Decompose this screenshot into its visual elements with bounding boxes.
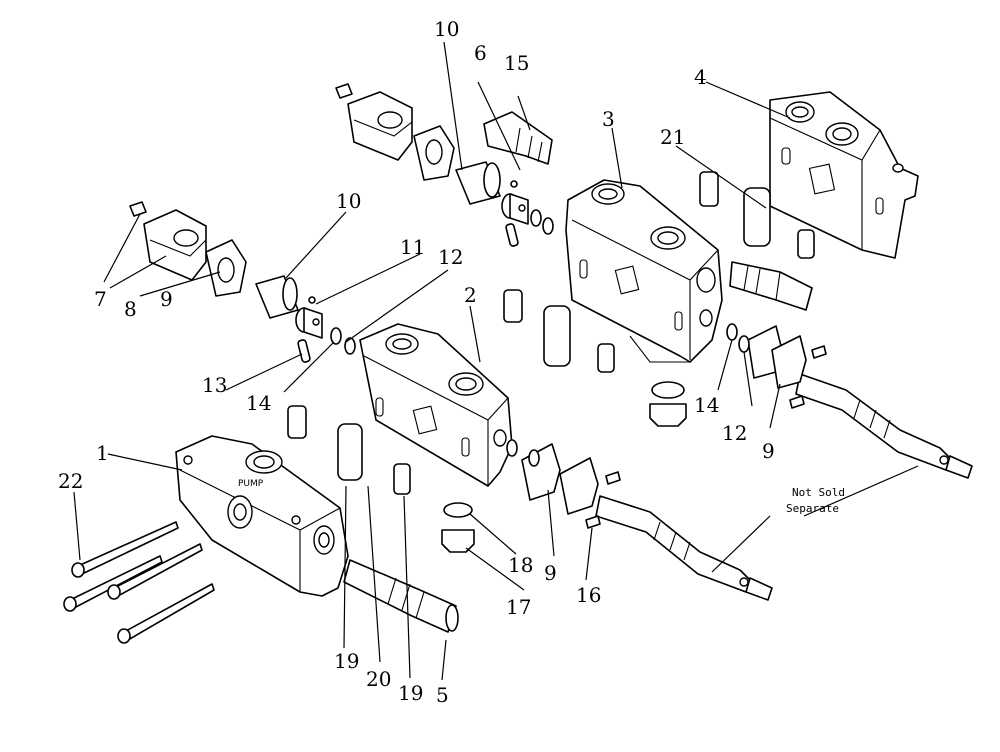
sleeve-10-upper	[455, 161, 501, 205]
seal-large-21	[743, 187, 771, 247]
o-ring-left-b	[344, 337, 356, 355]
plug-section-3	[649, 381, 687, 427]
callout-4: 4	[694, 65, 707, 89]
seal-small-4b	[797, 229, 815, 259]
callout-8: 8	[124, 297, 137, 321]
seal-large-19	[337, 423, 363, 481]
spring-cap-upper	[347, 91, 413, 161]
callout-22: 22	[58, 469, 83, 493]
o-ring-12-sec2	[528, 449, 540, 467]
seal-large-3	[543, 305, 571, 367]
inlet-spool-5	[343, 559, 459, 633]
screw-16d	[811, 345, 827, 359]
spool-end-11-left	[295, 296, 323, 339]
callout-17: 17	[506, 595, 531, 619]
callout-20: 20	[366, 667, 391, 691]
flange-9-sec3b	[771, 335, 807, 389]
screw-16	[585, 515, 601, 529]
callout-3: 3	[602, 107, 615, 131]
callout-9-left: 9	[160, 287, 173, 311]
leader-lines	[73, 41, 919, 681]
spring-pin-13-left	[297, 339, 311, 363]
o-ring-14-sec2	[506, 439, 518, 457]
callout-10-left: 10	[336, 189, 361, 213]
inlet-section-1: PUMP	[175, 435, 349, 597]
callout-7: 7	[94, 287, 107, 311]
seal-small-4a	[699, 171, 719, 207]
o-ring-12-sec3	[738, 335, 750, 353]
flange-9-sec2b	[559, 457, 599, 515]
callout-21: 21	[660, 125, 685, 149]
callout-1: 1	[96, 441, 109, 465]
spool-end-upper	[501, 180, 529, 225]
seal-small-2b	[393, 463, 411, 495]
callout-15: 15	[504, 51, 529, 75]
note-line-2: Separate	[786, 502, 839, 515]
callout-5: 5	[436, 683, 449, 707]
screw-7-upper	[335, 83, 353, 99]
relief-valve-15	[483, 111, 553, 165]
spool-section-3	[795, 373, 973, 479]
o-ring-left-a	[330, 327, 342, 345]
seal-small-3b	[597, 343, 615, 373]
callout-19-right: 19	[398, 681, 423, 705]
pump-stamp: PUMP	[238, 479, 264, 489]
callout-14-left: 14	[246, 391, 271, 415]
seal-small-3a	[503, 289, 523, 323]
callout-19-left: 19	[334, 649, 359, 673]
callout-9-bottom: 9	[544, 561, 557, 585]
sleeve-10-left	[255, 275, 299, 319]
callout-13: 13	[202, 373, 227, 397]
callout-2: 2	[464, 283, 477, 307]
spool-section-2	[595, 495, 773, 601]
callout-6: 6	[474, 41, 487, 65]
screw-7-left	[129, 201, 147, 217]
callout-12-right: 12	[722, 421, 747, 445]
callout-labels: 1 2 3 4 5 6 7 8 9 9 9 10 10 11 12 12 13 …	[58, 17, 845, 707]
valve-section-3	[565, 179, 723, 363]
callout-10-top: 10	[434, 17, 459, 41]
callout-12-left: 12	[438, 245, 463, 269]
screw-16c	[789, 395, 805, 409]
o-ring-14-sec3	[726, 323, 738, 341]
spring-cap-8	[143, 209, 207, 281]
plug-17	[441, 502, 475, 553]
relief-valve	[729, 261, 813, 311]
screw-16b	[605, 471, 621, 485]
spring-pin-upper	[505, 223, 519, 247]
o-ring-upper-a	[530, 209, 542, 227]
note-line-1: Not Sold	[792, 486, 845, 499]
callout-9-right: 9	[762, 439, 775, 463]
callout-11: 11	[400, 235, 425, 259]
callout-18: 18	[508, 553, 533, 577]
tie-bolts-22	[63, 521, 215, 644]
o-ring-upper-b	[542, 217, 554, 235]
callout-14-right: 14	[694, 393, 719, 417]
flange-9-sec2a	[521, 443, 561, 501]
callout-16: 16	[576, 583, 601, 607]
valve-section-2	[359, 323, 513, 487]
end-cap-4	[769, 91, 919, 259]
seal-small-2a	[287, 405, 307, 439]
